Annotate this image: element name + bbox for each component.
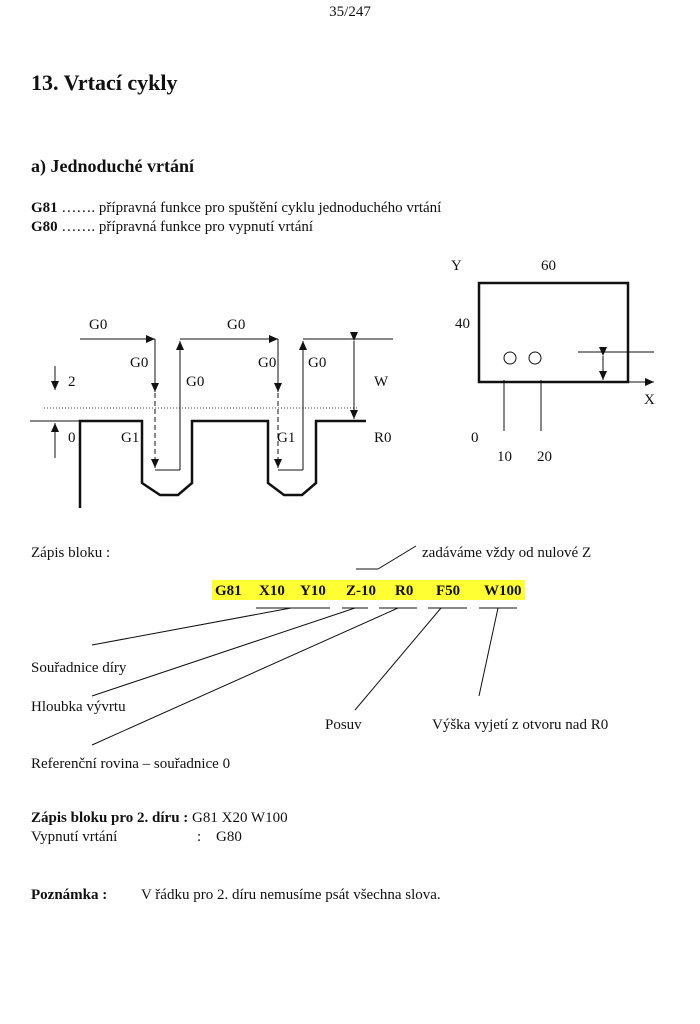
hole-circle [503,351,517,365]
definition-dots: ……. [57,200,96,216]
label-hole1-x: 10 [497,449,512,465]
retract-leader [478,607,499,697]
note-text: V řádku pro 2. díru nemusíme psát všechn… [141,887,441,903]
off-line-separator: : [197,829,202,845]
workpiece-outline [477,281,630,384]
note-label: Poznámka : [31,887,108,903]
label-g0: G0 [130,355,148,371]
block-word: G81 [215,583,242,599]
plan-labels: Y 60 40 X 0 10 20 [451,258,655,465]
label-origin: 0 [471,430,479,446]
label-x-axis: X [644,392,655,408]
block-word: W100 [484,583,522,599]
definition-text: přípravná funkce pro spuštění cyklu jedn… [95,200,442,216]
explanation-feed: Posuv [325,717,362,733]
block-word: R0 [395,583,413,599]
label-g0: G0 [258,355,276,371]
definition-text: přípravná funkce pro vypnutí vrtání [95,219,314,235]
block-hint: zadáváme vždy od nulové Z [422,545,591,561]
label-hole2-x: 20 [537,449,552,465]
off-line-value: G80 [216,829,242,845]
label-zero: 0 [68,430,76,446]
label-g0: G0 [308,355,326,371]
definition-g81: G81 ……. přípravná funkce pro spuštění cy… [31,200,441,217]
plan-diagram [477,281,654,431]
explanation-coords: Souřadnice díry [31,660,127,676]
label-r0: R0 [374,430,392,446]
block-highlight [212,580,525,600]
coords-leader [91,607,292,646]
definition-dots: ……. [57,219,96,235]
label-offset: 2 [68,374,76,390]
block-word: X10 [259,583,285,599]
explanation-depth: Hloubka vývrtu [31,699,126,715]
explanation-retract: Výška vyjetí z otvoru nad R0 [432,717,608,733]
label-g1: G1 [121,430,139,446]
definition-code: G80 [31,219,58,235]
second-hole-line: Zápis bloku pro 2. díru : G81 X20 W100 [31,810,288,827]
block-diagram: Zápis bloku : zadáváme vždy od nulové Z … [31,545,608,772]
label-g0: G0 [227,317,245,333]
block-word: Z-10 [346,583,376,599]
workpiece-profile [78,419,366,508]
hole-circle [528,351,542,365]
label-y-axis: Y [451,258,462,274]
block-word: Y10 [300,583,326,599]
profile-labels: G0 G0 G0 G0 G0 G0 2 0 G1 G1 W R0 [68,317,392,446]
label-w: W [374,374,389,390]
block-words: G81 X10 Y10 Z-10 R0 F50 W100 [215,583,522,599]
second-hole-label: Zápis bloku pro 2. díru : [31,810,189,826]
definition-code: G81 [31,200,58,216]
off-line-label: Vypnutí vrtání [31,829,118,845]
hint-leader [377,545,417,570]
chapter-title: 13. Vrtací cykly [31,70,178,95]
reference-leader [91,607,399,746]
feed-leader [354,607,442,711]
section-title: a) Jednoduché vrtání [31,156,195,176]
depth-leader [91,607,356,697]
block-word: F50 [436,583,460,599]
label-g1: G1 [277,430,295,446]
block-label: Zápis bloku : [31,545,110,561]
label-g0: G0 [89,317,107,333]
explanation-reference: Referenční rovina – souřadnice 0 [31,756,230,772]
profile-diagram [30,332,393,508]
page-number: 35/247 [329,4,371,20]
label-height: 40 [455,316,470,332]
second-hole-value: G81 X20 W100 [188,810,288,826]
label-g0: G0 [186,374,204,390]
label-width: 60 [541,258,556,274]
definition-g80: G80 ……. přípravná funkce pro vypnutí vrt… [31,219,313,236]
